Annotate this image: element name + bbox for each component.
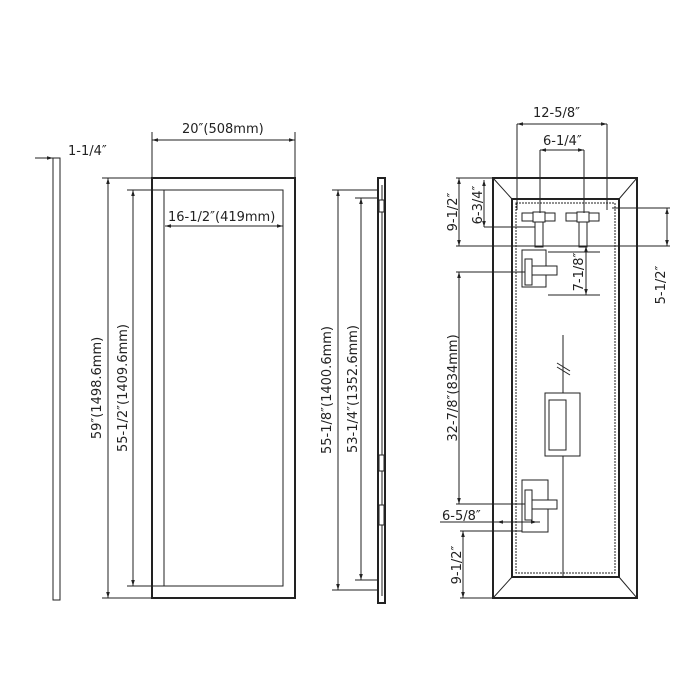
front-inner-width-label: 16-1/2″(419mm) xyxy=(168,210,275,225)
side-view: 55-1/8″(1400.6mm) 53-1/4″(1352.6mm) xyxy=(320,177,386,604)
side-height-label: 55-1/8″(1400.6mm) xyxy=(320,326,335,454)
front-height-label: 59″(1498.6mm) xyxy=(90,337,105,439)
top-to-bracket-label: 9-1/2″ xyxy=(446,192,461,231)
front-view: 20″(508mm) 16-1/2″(419mm) 59″(1498.6mm) … xyxy=(90,122,296,599)
bracket-to-clip-label: 7-1/8″ xyxy=(572,252,587,291)
clip-offset-label: 6-5/8″ xyxy=(442,509,481,524)
bracket-inner-span-label: 6-1/4″ xyxy=(543,134,582,149)
front-inner-height-label: 55-1/2″(1409.6mm) xyxy=(116,324,131,452)
bottom-to-clip-label: 9-1/2″ xyxy=(450,545,465,584)
back-view: 12-5/8″ 6-1/4″ 9-1/2″ 6-3/4″ 7-1/8″ 5-1/… xyxy=(440,106,670,599)
side-profile: 1-1/4″ xyxy=(35,144,107,601)
back-frame-outer xyxy=(492,177,638,599)
lower-clip xyxy=(521,479,558,533)
side-outline xyxy=(377,177,386,604)
right-offset-label: 5-1/2″ xyxy=(654,265,669,304)
side-inner-height-label: 53-1/4″(1352.6mm) xyxy=(346,325,361,453)
top-to-hole-label: 6-3/4″ xyxy=(471,185,486,224)
back-frame-inner xyxy=(511,198,620,578)
bracket-outer-span-label: 12-5/8″ xyxy=(533,106,580,121)
top-bracket-right xyxy=(565,211,600,248)
driver-box xyxy=(544,392,581,457)
front-width-label: 20″(508mm) xyxy=(182,122,264,137)
clip-spacing-label: 32-7/8″(834mm) xyxy=(446,334,461,441)
top-bracket-left xyxy=(521,211,556,248)
depth-label: 1-1/4″ xyxy=(68,144,107,159)
front-frame-outer xyxy=(151,177,296,599)
profile-outline xyxy=(52,157,61,601)
front-glass xyxy=(163,189,284,587)
upper-clip xyxy=(521,249,558,288)
